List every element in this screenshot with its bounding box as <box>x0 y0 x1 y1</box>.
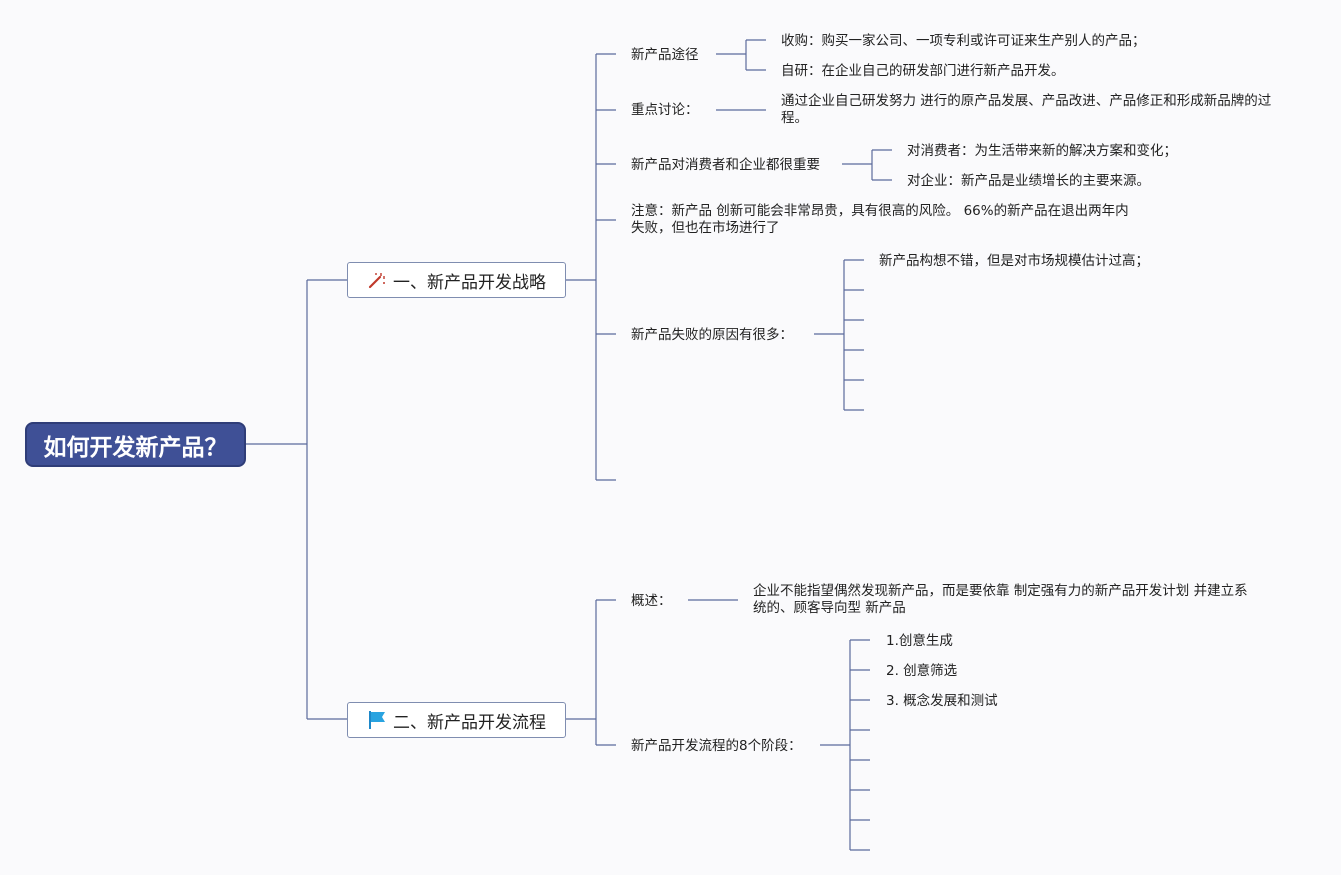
topic-ways[interactable]: 新产品途径 <box>631 47 699 64</box>
topic-importance-label: 新产品对消费者和企业都很重要 <box>631 157 820 173</box>
topic-stages-label: 新产品开发流程的8个阶段： <box>631 738 802 754</box>
topic-focus-detail-label: 通过企业自己研发努力 进行的原产品发展、产品改进、产品修正和形成新品牌的过程。 <box>781 93 1272 126</box>
root-topic-label: 如何开发新产品？ <box>43 434 228 461</box>
root-topic[interactable]: 如何开发新产品？ <box>25 422 246 467</box>
topic-failure-label: 新产品失败的原因有很多： <box>631 327 793 343</box>
topic-focus[interactable]: 重点讨论： <box>631 102 699 119</box>
topic-note-label: 注意：新产品 创新可能会非常昂贵，具有很高的风险。 66%的新产品在退出两年内失… <box>631 203 1129 236</box>
topic-importance-company-label: 对企业：新产品是业绩增长的主要来源。 <box>907 173 1150 189</box>
topic-stage-2-label: 2. 创意筛选 <box>886 663 958 679</box>
branch-strategy-label: 一、新产品开发战略 <box>393 272 546 293</box>
topic-overview-detail[interactable]: 企业不能指望偶然发现新产品，而是要依靠 制定强有力的新产品开发计划 并建立系统的… <box>753 583 1253 617</box>
topic-focus-label: 重点讨论： <box>631 102 699 118</box>
topic-stage-1[interactable]: 1.创意生成 <box>886 633 953 650</box>
topic-note[interactable]: 注意：新产品 创新可能会非常昂贵，具有很高的风险。 66%的新产品在退出两年内失… <box>631 203 1131 237</box>
branch-strategy[interactable]: 一、新产品开发战略 <box>347 262 566 298</box>
topic-ways-acquire[interactable]: 收购：购买一家公司、一项专利或许可证来生产别人的产品； <box>781 33 1146 50</box>
topic-stage-1-label: 1.创意生成 <box>886 633 953 649</box>
topic-overview[interactable]: 概述： <box>631 593 672 610</box>
topic-ways-label: 新产品途径 <box>631 47 699 63</box>
branch-process[interactable]: 二、新产品开发流程 <box>347 702 566 738</box>
topic-overview-label: 概述： <box>631 593 672 609</box>
topic-importance-consumer-label: 对消费者：为生活带来新的解决方案和变化； <box>907 143 1177 159</box>
topic-failure-reason-1-label: 新产品构想不错，但是对市场规模估计过高； <box>879 253 1149 269</box>
topic-ways-research[interactable]: 自研：在企业自己的研发部门进行新产品开发。 <box>781 63 1065 80</box>
topic-stage-3-label: 3. 概念发展和测试 <box>886 693 998 709</box>
topic-importance-consumer[interactable]: 对消费者：为生活带来新的解决方案和变化； <box>907 143 1177 160</box>
topic-ways-research-label: 自研：在企业自己的研发部门进行新产品开发。 <box>781 63 1065 79</box>
magic-wand-icon <box>367 270 387 290</box>
topic-ways-acquire-label: 收购：购买一家公司、一项专利或许可证来生产别人的产品； <box>781 33 1146 49</box>
topic-failure-reason-1[interactable]: 新产品构想不错，但是对市场规模估计过高； <box>879 253 1149 270</box>
topic-stage-2[interactable]: 2. 创意筛选 <box>886 663 957 680</box>
flag-icon <box>367 710 387 730</box>
topic-stages[interactable]: 新产品开发流程的8个阶段： <box>631 738 802 755</box>
topic-failure[interactable]: 新产品失败的原因有很多： <box>631 327 793 344</box>
topic-importance[interactable]: 新产品对消费者和企业都很重要 <box>631 157 820 174</box>
branch-process-label: 二、新产品开发流程 <box>393 712 546 733</box>
topic-focus-detail[interactable]: 通过企业自己研发努力 进行的原产品发展、产品改进、产品修正和形成新品牌的过程。 <box>781 93 1281 127</box>
topic-overview-detail-label: 企业不能指望偶然发现新产品，而是要依靠 制定强有力的新产品开发计划 并建立系统的… <box>753 583 1248 616</box>
topic-importance-company[interactable]: 对企业：新产品是业绩增长的主要来源。 <box>907 173 1150 190</box>
topic-stage-3[interactable]: 3. 概念发展和测试 <box>886 693 998 710</box>
